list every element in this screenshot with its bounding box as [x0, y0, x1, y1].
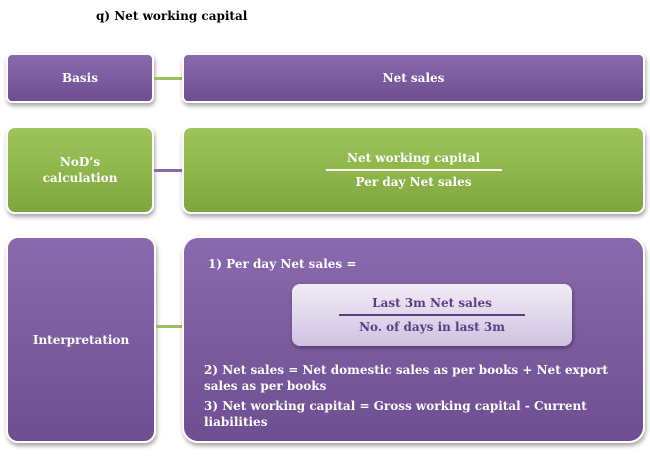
nod-denominator: Per day Net sales	[355, 175, 472, 189]
nod-label: NoD’s calculation	[42, 155, 118, 185]
per-day-fraction: Last 3m Net sales No. of days in last 3m	[339, 295, 525, 335]
interpretation-connector	[156, 325, 182, 328]
nod-numerator: Net working capital	[346, 151, 481, 165]
fraction-line	[339, 314, 525, 316]
interpretation-step-2: 2) Net sales = Net domestic sales as per…	[204, 363, 608, 393]
per-day-denominator: No. of days in last 3m	[359, 320, 505, 334]
nod-connector	[154, 169, 182, 172]
basis-value-box: Net sales	[182, 53, 645, 103]
nod-formula-box: Net working capital Per day Net sales	[182, 126, 645, 214]
per-day-formula-box: Last 3m Net sales No. of days in last 3m	[292, 284, 572, 346]
interpretation-step-3: 3) Net working capital = Gross working c…	[204, 399, 587, 429]
fraction-line	[325, 169, 502, 171]
interpretation-label-box: Interpretation	[6, 236, 156, 443]
basis-value: Net sales	[382, 71, 445, 85]
basis-label-box: Basis	[6, 53, 154, 103]
nod-label-box: NoD’s calculation	[6, 126, 154, 214]
page-title: q) Net working capital	[96, 9, 248, 23]
interpretation-box: 1) Per day Net sales = Last 3m Net sales…	[182, 236, 645, 443]
basis-label: Basis	[62, 71, 98, 85]
interpretation-step-1: 1) Per day Net sales =	[208, 257, 357, 271]
nod-fraction: Net working capital Per day Net sales	[325, 150, 502, 190]
interpretation-label: Interpretation	[32, 332, 130, 347]
per-day-numerator: Last 3m Net sales	[372, 296, 492, 310]
basis-connector	[154, 77, 182, 80]
